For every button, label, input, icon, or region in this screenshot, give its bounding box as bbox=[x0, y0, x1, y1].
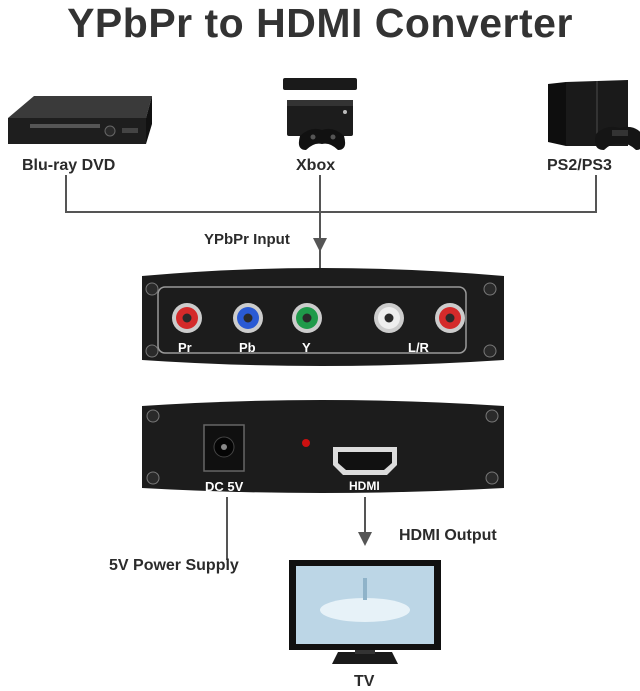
tv-label: TV bbox=[354, 673, 375, 690]
power-supply-label: 5V Power Supply bbox=[109, 557, 239, 574]
output-label: HDMI Output bbox=[399, 527, 497, 544]
port-label-y: Y bbox=[302, 340, 311, 355]
source-label-xbox: Xbox bbox=[296, 157, 336, 174]
source-label-bluray: Blu-ray DVD bbox=[22, 157, 116, 174]
diagram-title: YPbPr to HDMI Converter bbox=[67, 0, 573, 46]
bluray-player-icon bbox=[8, 96, 152, 144]
rca-port-pr bbox=[172, 303, 202, 333]
source-label-playstation: PS2/PS3 bbox=[547, 157, 612, 174]
tv-icon bbox=[289, 560, 441, 664]
hdmi-port bbox=[333, 447, 397, 475]
xbox-console-icon bbox=[283, 78, 357, 136]
xbox-controller-icon bbox=[298, 128, 346, 150]
power-led bbox=[302, 439, 310, 447]
rca-port-audio-left bbox=[374, 303, 404, 333]
playstation-controller-icon bbox=[595, 126, 640, 150]
port-label-lr: L/R bbox=[408, 340, 429, 355]
port-label-dc: DC 5V bbox=[205, 479, 244, 494]
rca-port-y bbox=[292, 303, 322, 333]
port-label-hdmi: HDMI bbox=[349, 479, 380, 493]
port-label-pb: Pb bbox=[239, 340, 256, 355]
converter-output-panel bbox=[142, 400, 504, 493]
output-arrow-icon bbox=[358, 532, 372, 546]
rca-port-pb bbox=[233, 303, 263, 333]
input-label: YPbPr Input bbox=[204, 231, 290, 248]
port-label-pr: Pr bbox=[178, 340, 192, 355]
input-arrow-icon bbox=[313, 238, 327, 252]
rca-port-audio-right bbox=[435, 303, 465, 333]
dc-power-jack bbox=[203, 424, 245, 472]
converter-input-panel bbox=[142, 268, 504, 366]
